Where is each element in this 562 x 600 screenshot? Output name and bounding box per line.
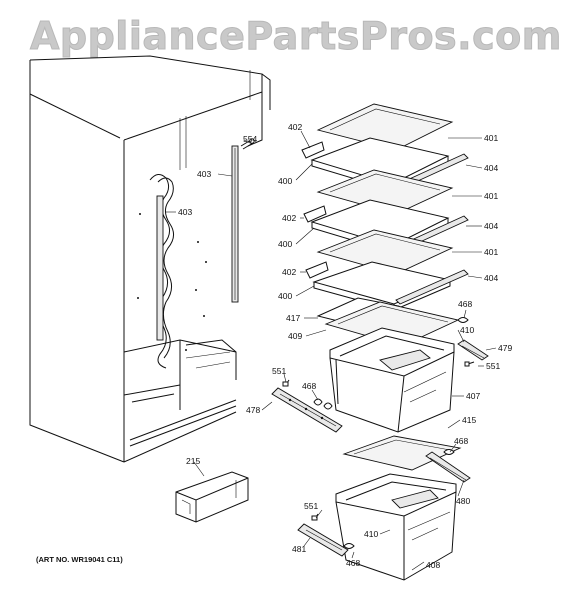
screw-551-c: [311, 513, 319, 521]
callout-404-top: 404: [484, 163, 498, 173]
callout-404-mid: 404: [484, 221, 498, 231]
callout-407: 407: [466, 391, 480, 401]
callout-403-right-rail: 403: [197, 169, 211, 179]
callout-478: 478: [246, 405, 260, 415]
callout-402-low: 402: [282, 267, 296, 277]
callout-402-top: 402: [288, 122, 302, 132]
callout-468-upper-left: 468: [302, 381, 316, 391]
screw-551-b: [464, 361, 475, 367]
roller-468-a: [457, 317, 469, 323]
callout-554: 554: [243, 134, 257, 144]
callout-400-top: 400: [278, 176, 292, 186]
callout-481: 481: [292, 544, 306, 554]
callout-468-lower-right: 468: [454, 436, 468, 446]
callout-labels: 402 401 554 403 400 404 401 403 402 404 …: [178, 122, 512, 570]
callout-417: 417: [286, 313, 300, 323]
callout-408: 408: [426, 560, 440, 570]
drawer-slide-479: [457, 339, 489, 361]
roller-468-b: [313, 398, 333, 410]
callout-400-mid: 400: [278, 239, 292, 249]
callout-401-top: 401: [484, 133, 498, 143]
shelf-bracket-402-mid: [303, 205, 327, 223]
callout-401-low: 401: [484, 247, 498, 257]
drawer-slide-481: [297, 523, 349, 557]
callout-551-lower: 551: [304, 501, 318, 511]
crisper-drawer-407: [329, 327, 455, 433]
callout-402-mid: 402: [282, 213, 296, 223]
callout-551-left: 551: [272, 366, 286, 376]
callout-415: 415: [462, 415, 476, 425]
callout-410-lower: 410: [364, 529, 378, 539]
callout-401-mid: 401: [484, 191, 498, 201]
watermark: AppliancePartsPros.com: [30, 14, 562, 59]
drawer-slide-480: [425, 451, 471, 483]
screw-554: [240, 138, 255, 150]
callout-215: 215: [186, 456, 200, 466]
callout-404-low: 404: [484, 273, 498, 283]
art-number: (ART NO. WR19041 C11): [36, 555, 123, 564]
cabinet: [29, 55, 271, 463]
callout-480: 480: [456, 496, 470, 506]
callout-409: 409: [288, 331, 302, 341]
shelf-bracket-402-low: [305, 261, 329, 279]
callout-479: 479: [498, 343, 512, 353]
callout-410-upper: 410: [460, 325, 474, 335]
screw-551-a: [282, 379, 290, 387]
shelf-trim-404-low: [395, 269, 469, 305]
crisper-glass-415: [342, 435, 462, 471]
roller-468-d: [343, 543, 355, 549]
shelf-rail-403: [231, 145, 239, 303]
callout-400-low: 400: [278, 291, 292, 301]
callout-468-lower-left: 468: [346, 558, 360, 568]
drawer-slide-478: [271, 387, 343, 433]
callout-403-left-rail: 403: [178, 207, 192, 217]
crisper-drawer-408: [335, 473, 457, 581]
door-bin-215: [175, 471, 249, 523]
leader-lines: [166, 130, 497, 571]
callout-468-upper-right: 468: [458, 299, 472, 309]
shelf-bracket-402-top: [301, 141, 325, 159]
roller-468-c: [443, 449, 455, 455]
callout-551-right: 551: [486, 361, 500, 371]
